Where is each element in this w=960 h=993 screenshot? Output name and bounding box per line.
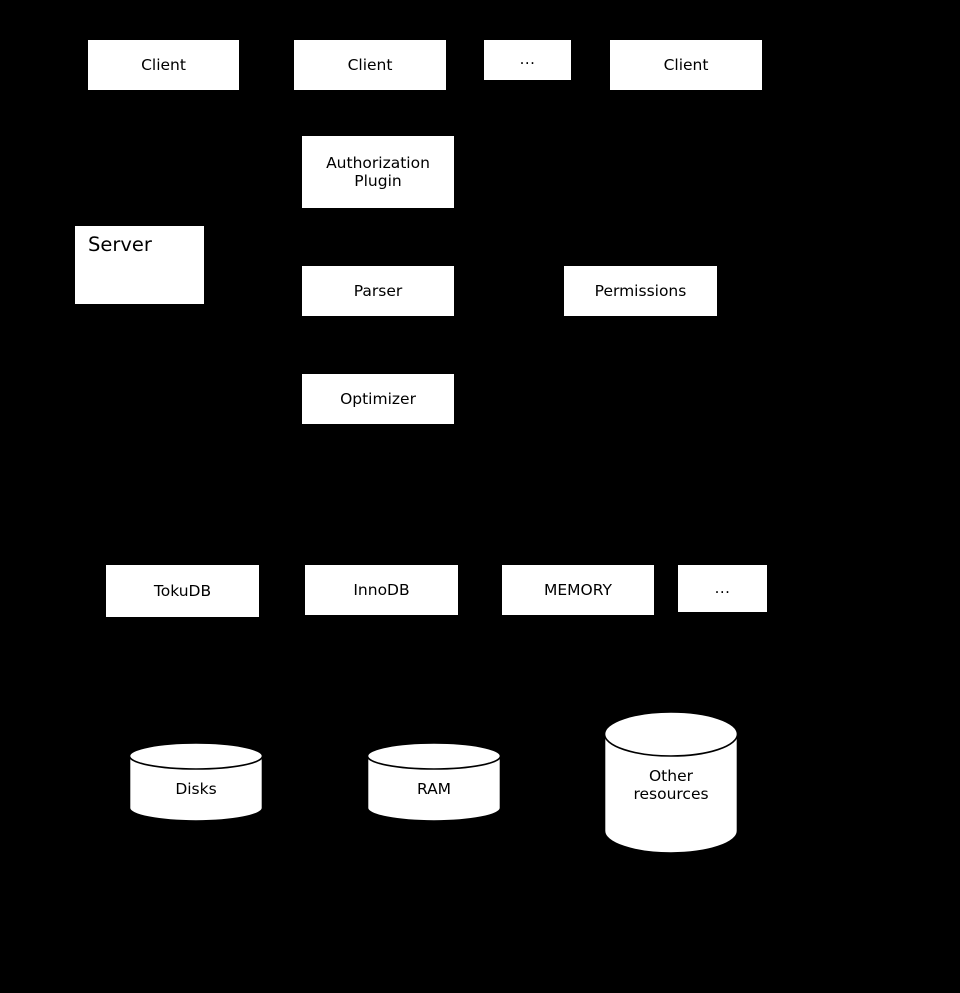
permissions-box[interactable]: Permissions [564, 266, 717, 316]
client-box-1[interactable]: Client [88, 40, 239, 90]
optimizer-label: Optimizer [340, 389, 416, 408]
storage-engine-innodb-box[interactable]: InnoDB [305, 565, 458, 615]
storage-engine-tokudb-box[interactable]: TokuDB [106, 565, 259, 617]
storage-engine-ellipsis-label: ... [714, 578, 731, 597]
ram-cylinder-shape [366, 742, 502, 822]
client-box-3[interactable]: Client [610, 40, 762, 90]
parser-box[interactable]: Parser [302, 266, 454, 316]
server-group-label: Server [88, 233, 152, 256]
client-box-ellipsis-label: ... [519, 50, 536, 69]
client-box-2[interactable]: Client [294, 40, 446, 90]
authorization-plugin-box[interactable]: Authorization Plugin [302, 136, 454, 208]
client-box-2-label: Client [347, 55, 393, 74]
client-box-ellipsis[interactable]: ... [484, 40, 571, 80]
disks-cylinder[interactable]: Disks [128, 742, 264, 822]
ram-cylinder[interactable]: RAM [366, 742, 502, 822]
storage-engine-tokudb-label: TokuDB [153, 581, 212, 600]
other-resources-cylinder-shape [603, 711, 739, 854]
storage-engine-ellipsis-box[interactable]: ... [678, 565, 767, 612]
storage-engine-innodb-label: InnoDB [353, 580, 410, 599]
optimizer-box[interactable]: Optimizer [302, 374, 454, 424]
client-box-1-label: Client [141, 55, 186, 74]
disks-cylinder-shape [128, 742, 264, 822]
authorization-plugin-label-line1: Authorization [326, 153, 430, 172]
storage-engine-memory-label: MEMORY [544, 580, 612, 599]
authorization-plugin-label-line2: Plugin [354, 172, 402, 190]
other-resources-cylinder[interactable]: Other resources [603, 710, 739, 855]
storage-engine-memory-box[interactable]: MEMORY [502, 565, 654, 615]
server-group-label-box: Server [75, 226, 204, 304]
permissions-label: Permissions [594, 281, 687, 300]
authorization-plugin-label: Authorization Plugin [326, 154, 430, 190]
parser-label: Parser [353, 281, 403, 300]
client-box-3-label: Client [663, 55, 709, 74]
